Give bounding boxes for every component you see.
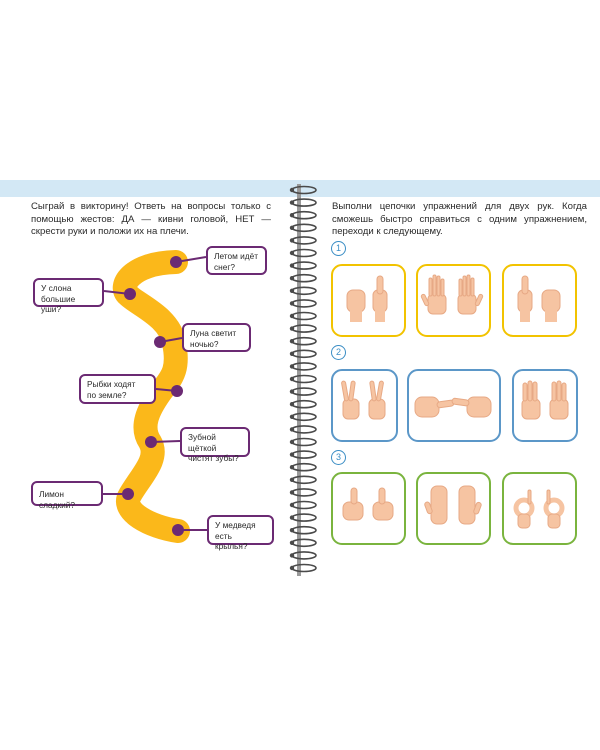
binding-hole [289, 515, 295, 520]
binding-hole [289, 465, 295, 470]
binding-hole [289, 402, 295, 407]
exercise-card [331, 369, 398, 442]
two-peace-signs-icon [341, 380, 386, 420]
binding-hole [289, 339, 295, 344]
question-bubble: Зубной щёткой чистят зубы? [180, 427, 250, 463]
step-number: 2 [331, 345, 346, 360]
binding-hole [289, 250, 295, 256]
binding-ring [291, 185, 317, 195]
left-page: Сыграй в викторину! Ответь на вопросы то… [0, 197, 288, 577]
binding-hole [289, 351, 295, 356]
binding-hole [289, 389, 295, 394]
question-bubble: Луна светит ночью? [182, 323, 251, 352]
binding-hole [289, 288, 295, 293]
binding-hole [289, 364, 295, 369]
binding-hole [289, 376, 295, 382]
exercise-card [416, 264, 491, 337]
exercise-card [331, 472, 406, 545]
step-number: 1 [331, 241, 346, 256]
binding-hole [289, 439, 295, 445]
exercise-card [502, 472, 577, 545]
exercise-card [502, 264, 577, 337]
binding-hole [289, 427, 295, 432]
binding-hole [289, 414, 295, 419]
binding-hole [289, 565, 295, 571]
quiz-path [103, 250, 207, 543]
binding-hole [289, 276, 295, 281]
binding-hole [289, 301, 295, 306]
question-bubble: У медведя есть крылья? [207, 515, 274, 551]
binding-hole [289, 502, 295, 508]
binding-hole [289, 540, 295, 545]
binding-hole [289, 238, 295, 243]
binding-hole [289, 200, 295, 205]
fist-and-pointing-finger-icon [346, 275, 388, 322]
binding-hole [289, 213, 295, 218]
two-ok-signs-icon [513, 489, 565, 529]
two-open-palms-icon [420, 274, 484, 315]
binding-hole [289, 187, 295, 193]
binding-hole [289, 553, 295, 558]
quiz-instruction: Сыграй в викторину! Ответь на вопросы то… [31, 201, 271, 238]
three-fingers-both-hands-icon [521, 380, 569, 420]
binding-hole [289, 263, 295, 268]
exercise-card [416, 472, 491, 545]
index-fingers-touching-icon [414, 396, 492, 418]
binding-hole [289, 528, 295, 533]
binding-hole [289, 452, 295, 457]
binding-hole [289, 326, 295, 331]
two-open-palms-fingers-together-icon [424, 485, 482, 525]
spiral-binding [289, 184, 317, 576]
binding-hole [289, 477, 295, 482]
binding-hole [289, 313, 295, 319]
question-bubble: Лимон сладкий? [31, 481, 103, 510]
exercise-card [331, 264, 406, 337]
pointing-finger-and-fist-icon [517, 275, 561, 322]
exercise-card [407, 369, 501, 442]
exercise-instruction: Выполни цепочки упражнений для двух рук.… [332, 201, 587, 238]
question-bubble: Летом идёт снег? [206, 246, 267, 275]
right-page: Выполни цепочки упражнений для двух рук.… [310, 197, 600, 577]
binding-hole [289, 225, 295, 230]
question-bubble: Рыбки ходят по земле? [79, 374, 156, 404]
exercise-card [512, 369, 578, 442]
question-bubble: У слона большие уши? [33, 278, 104, 314]
two-thumbs-up-icon [342, 487, 394, 521]
step-number: 3 [331, 450, 346, 465]
binding-hole [289, 490, 295, 495]
